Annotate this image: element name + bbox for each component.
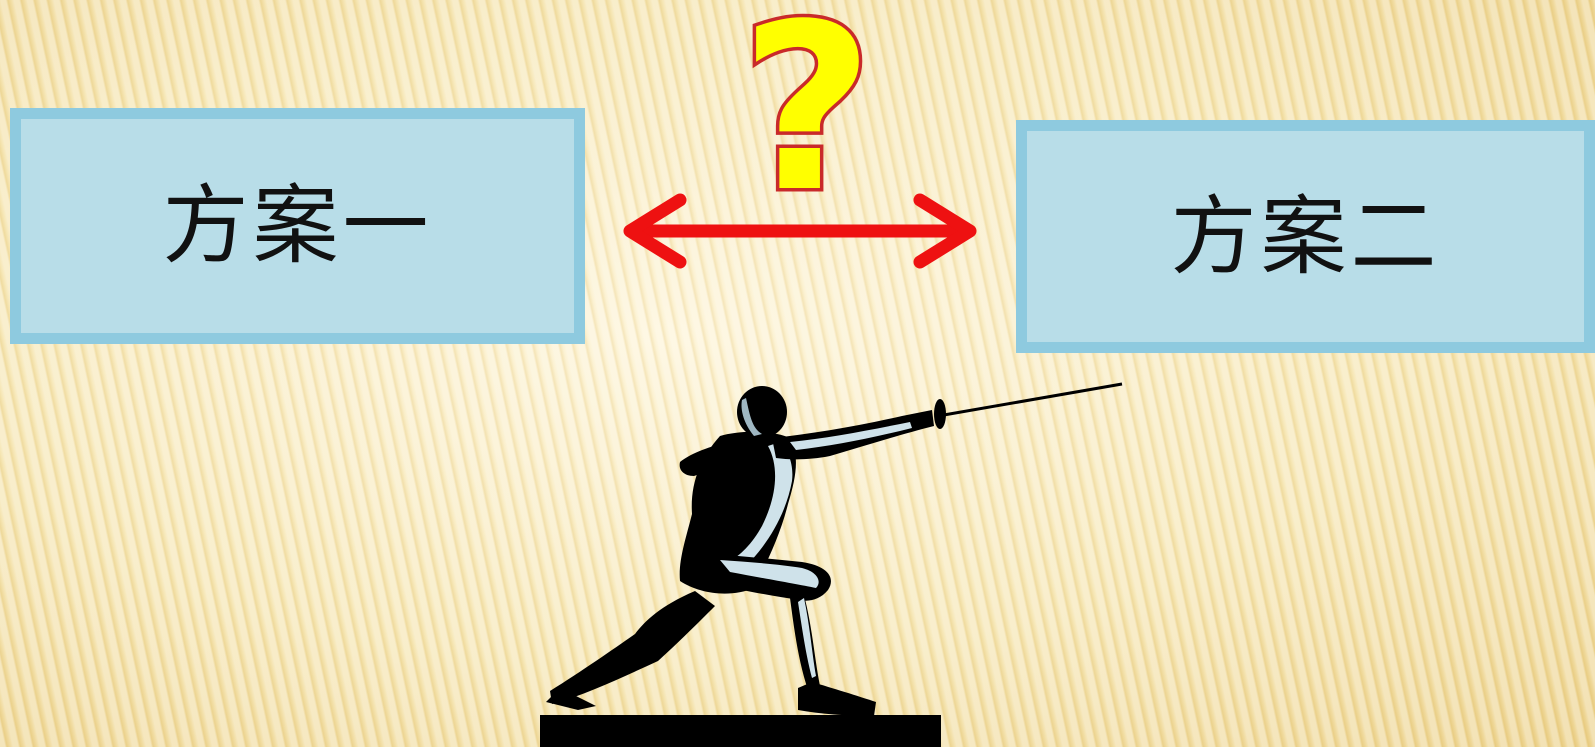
option-two-label: 方案二	[1171, 194, 1441, 280]
option-one-label: 方案一	[163, 183, 433, 269]
option-one-box: 方案一	[10, 108, 585, 344]
question-mark-glyph: ?	[742, 0, 872, 216]
option-two-box: 方案二	[1016, 120, 1595, 353]
fencer-base	[540, 715, 941, 747]
question-mark-icon: ?	[742, 0, 872, 216]
fencer-illustration	[540, 376, 1140, 747]
foil-blade	[938, 384, 1122, 416]
bell-guard	[934, 399, 946, 429]
